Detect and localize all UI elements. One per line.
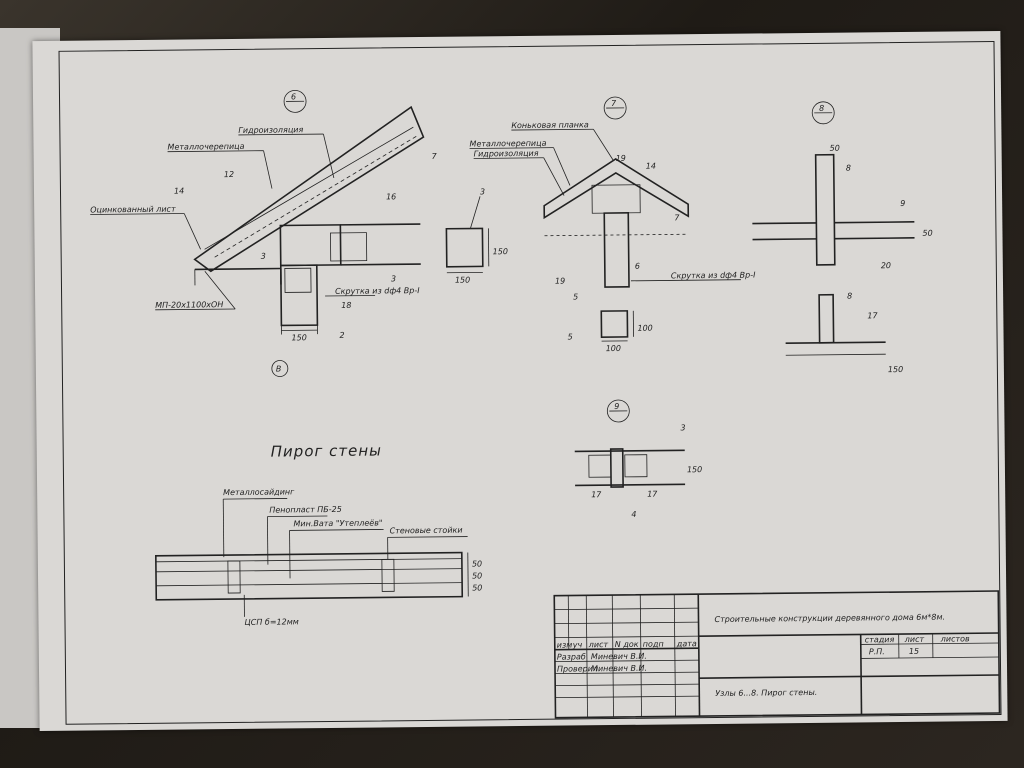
tb-head-ndoc: N док bbox=[615, 640, 639, 649]
tb-project: Строительные конструкции деревянного дом… bbox=[714, 613, 945, 624]
section3-dim-w: 150 bbox=[455, 276, 470, 285]
node6-label-twist: Скрутка из dф4 Вр-I bbox=[335, 286, 420, 296]
node7-mark-5a: 5 bbox=[573, 292, 578, 301]
node-8-number: 8 bbox=[819, 104, 824, 113]
node8-dim-b: 50 bbox=[922, 229, 932, 238]
node7-label-twist: Скрутка из dф4 Вр-I bbox=[671, 271, 756, 281]
node-7-number: 7 bbox=[611, 99, 617, 108]
node-6-dim: 150 bbox=[291, 333, 306, 342]
node7-mark-6: 6 bbox=[635, 262, 640, 271]
node-9: 9 3 17 17 4 150 bbox=[574, 399, 702, 519]
tb-sheet-title: Узлы 6...8. Пирог стены. bbox=[715, 688, 817, 698]
tb-name-check: Миневич В.И. bbox=[591, 664, 647, 674]
node8-dim-c: 150 bbox=[888, 365, 903, 374]
node6-mark-16: 16 bbox=[386, 192, 396, 201]
node-9-number: 9 bbox=[614, 402, 619, 411]
node6-label-profile: МП-20х1100хОН bbox=[155, 300, 223, 310]
wall-label-mineral-wool: Мин.Вата "Утеплеёв" bbox=[293, 518, 382, 528]
section3-mark: 3 bbox=[480, 187, 485, 196]
node-6: 6 150 В Гидроизоляция bbox=[90, 89, 438, 377]
node6-mark-14: 14 bbox=[174, 187, 184, 196]
node-6-number: 6 bbox=[291, 92, 296, 101]
node6-mark-18: 18 bbox=[341, 301, 351, 310]
node9-mark-17b: 17 bbox=[647, 490, 658, 499]
wall-section: Пирог стены Металлосайдинг Пенопласт ПБ-… bbox=[155, 441, 482, 627]
node6-label-hydro: Гидроизоляция bbox=[238, 125, 303, 135]
wall-dim-a: 50 bbox=[472, 559, 482, 568]
tb-role-dev: Разраб bbox=[557, 652, 586, 661]
node9-mark-3: 3 bbox=[680, 423, 685, 432]
node6-label-galv-sheet: Оцинкованный лист bbox=[90, 205, 176, 215]
node9-dim: 150 bbox=[687, 465, 702, 474]
drawing-sheet: 6 150 В Гидроизоляция bbox=[32, 30, 1008, 732]
title-block: изм уч лист N док подп дата Разраб Прове… bbox=[553, 590, 1001, 719]
node9-mark-17a: 17 bbox=[591, 490, 602, 499]
node9-mark-4: 4 bbox=[631, 510, 636, 519]
wall-label-csp: ЦСП б=12мм bbox=[244, 617, 298, 627]
node7-mark-7: 7 bbox=[674, 213, 680, 222]
wall-label-siding: Металлосайдинг bbox=[223, 487, 295, 497]
node7-mark-19a: 19 bbox=[616, 154, 626, 163]
node6-mark-12: 12 bbox=[224, 170, 234, 179]
node7-dim-side: 100 bbox=[637, 324, 652, 333]
node-8: 8 50 50 150 8 9 20 8 17 bbox=[752, 101, 933, 374]
section-3: 3 150 150 bbox=[445, 187, 508, 285]
node6-mark-3b: 3 bbox=[391, 274, 396, 283]
tb-head-data: дата bbox=[676, 639, 697, 648]
node8-dim-a: 50 bbox=[830, 144, 840, 153]
tb-head-podp: подп bbox=[643, 640, 664, 649]
node7-label-ridge: Коньковая планка bbox=[511, 120, 589, 130]
node7-mark-5b: 5 bbox=[567, 332, 572, 341]
tb-stage-header: стадия bbox=[865, 635, 895, 644]
tb-name-dev: Миневич В.И. bbox=[591, 652, 647, 662]
tb-stage: Р.П. bbox=[869, 647, 885, 656]
wall-dim-b: 50 bbox=[472, 571, 482, 580]
tb-sheets-header: листов bbox=[940, 634, 970, 643]
wall-dim-c: 50 bbox=[472, 583, 482, 592]
node8-mark-9: 9 bbox=[900, 199, 905, 208]
tb-sheet: 15 bbox=[909, 647, 919, 656]
node7-dim-top: 100 bbox=[606, 344, 621, 353]
tb-head-uch: уч bbox=[572, 640, 583, 649]
node6-mark-2: 2 bbox=[339, 331, 344, 340]
tb-sheet-header: лист bbox=[904, 635, 925, 644]
node7-mark-14: 14 bbox=[646, 162, 656, 171]
node8-mark-17: 17 bbox=[867, 311, 878, 320]
node7-label-metal-tile: Металлочерепица bbox=[469, 139, 546, 149]
wall-label-foam: Пенопласт ПБ-25 bbox=[269, 505, 342, 515]
node8-mark-8b: 8 bbox=[847, 292, 852, 301]
wall-label-studs: Стеновые стойки bbox=[390, 526, 463, 536]
node6-mark-7: 7 bbox=[432, 152, 438, 161]
node-7: 7 100 100 Коньковая планка Металлочерепи… bbox=[469, 96, 756, 353]
node8-mark-20: 20 bbox=[881, 261, 891, 270]
wall-title: Пирог стены bbox=[271, 441, 382, 460]
node7-label-hydro: Гидроизоляция bbox=[474, 149, 539, 159]
node6-mark-3a: 3 bbox=[261, 252, 266, 261]
node6-label-metal-tile: Металлочерепица bbox=[167, 142, 244, 152]
node8-mark-8a: 8 bbox=[846, 164, 851, 173]
drawing-canvas: 6 150 В Гидроизоляция bbox=[90, 89, 1001, 719]
node-6-axis: В bbox=[276, 364, 282, 373]
tb-head-izm: изм bbox=[557, 640, 573, 649]
node7-mark-19b: 19 bbox=[555, 277, 565, 286]
tb-role-check: Проверил bbox=[557, 664, 598, 673]
tb-head-list: лист bbox=[588, 640, 609, 649]
section3-dim-h: 150 bbox=[493, 247, 508, 256]
